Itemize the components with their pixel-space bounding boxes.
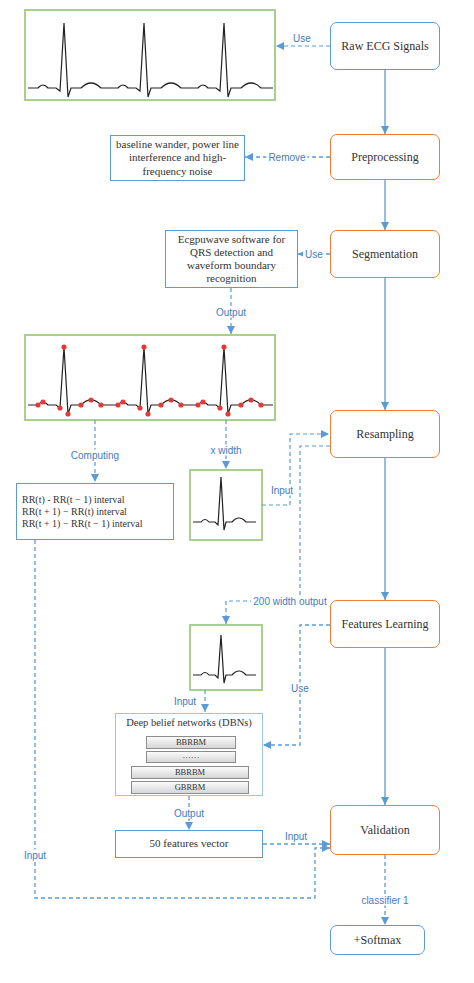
- node-text: RR(t + 1) − RR(t) interval: [22, 506, 127, 518]
- fiducial-point: [61, 344, 66, 349]
- flow-arrow: [384, 648, 385, 805]
- node-text: Features Learning: [342, 617, 429, 631]
- fiducial-point: [40, 399, 45, 404]
- flow-label: 200 width output: [251, 596, 328, 607]
- fiducial-point: [78, 402, 83, 407]
- process-box: Validation: [330, 805, 440, 855]
- node-text: Segmentation: [352, 247, 418, 261]
- input-box: Raw ECG Signals: [330, 22, 440, 70]
- image-panel: [190, 625, 262, 690]
- dashed-leader: [204, 690, 205, 712]
- dashed-connector: [263, 843, 330, 844]
- fiducial-point: [238, 402, 243, 407]
- fiducial-point: [178, 402, 183, 407]
- node-text: BBRBM: [176, 738, 206, 747]
- dashed-leader: [226, 446, 330, 624]
- fiducial-point: [158, 402, 163, 407]
- flow-label: Output: [214, 307, 248, 318]
- node-text: Validation: [360, 823, 409, 837]
- rbm-layer: ······: [146, 751, 236, 763]
- flow-arrow: [384, 278, 385, 410]
- ecg-trace: [28, 347, 273, 414]
- node-text: Deep belief networks (DBNs): [126, 717, 252, 730]
- dashed-leader: [276, 45, 330, 46]
- fiducial-points: [35, 344, 263, 416]
- rbm-layer: BBRBM: [146, 736, 236, 749]
- fiducial-point: [200, 399, 205, 404]
- dashed-connector: [263, 625, 330, 745]
- fiducial-point: [65, 411, 70, 416]
- node-text: RR(t + 1) − RR(t − 1) interval: [22, 518, 143, 530]
- edge-label: Remove: [266, 152, 307, 163]
- image-panel: [190, 470, 262, 540]
- dashed-leader: [262, 434, 329, 505]
- process-box: Resampling: [330, 410, 440, 458]
- ecg-trace: [28, 23, 273, 97]
- fiducial-point: [57, 405, 62, 410]
- fiducial-point: [137, 405, 142, 410]
- flow-label: x width: [208, 445, 243, 456]
- process-box: Segmentation: [330, 230, 440, 278]
- dashed-connector: [35, 540, 330, 898]
- node-text: BBRBM: [175, 768, 205, 777]
- flow-label: Use: [291, 33, 313, 44]
- edge-label: Output: [172, 808, 206, 819]
- process-box: Preprocessing: [330, 134, 440, 180]
- node-text: 50 features vector: [150, 837, 229, 850]
- node-text: baseline wander, power line interference…: [115, 138, 240, 178]
- edge-label: Input: [283, 831, 309, 842]
- node-text: Ecgpuwave software for QRS detection and…: [170, 233, 293, 286]
- note-box: Ecgpuwave software for QRS detection and…: [165, 230, 298, 288]
- edge-label: Input: [22, 850, 48, 861]
- flow-arrow: [384, 180, 385, 230]
- flow-label: Input: [172, 696, 198, 707]
- fiducial-point: [145, 411, 150, 416]
- ecg-beat: [193, 477, 256, 530]
- fiducial-point: [120, 399, 125, 404]
- fiducial-point: [98, 402, 103, 407]
- fiducial-point: [217, 405, 222, 410]
- note-box: baseline wander, power line interference…: [110, 135, 245, 181]
- image-panel: [25, 10, 275, 100]
- node-text: GBRBM: [175, 783, 206, 792]
- edge-label: Use: [289, 683, 311, 694]
- fiducial-point: [141, 344, 146, 349]
- fiducial-point: [221, 344, 226, 349]
- rbm-layer: GBRBM: [131, 781, 249, 794]
- output-box: 50 features vector: [115, 830, 263, 858]
- node-text: +Softmax: [354, 933, 401, 947]
- edge-label: classifier 1: [359, 895, 410, 906]
- flow-label: Input: [269, 485, 295, 496]
- node-text: ······: [183, 753, 200, 762]
- feature-box: RR(t) - RR(t − 1) intervalRR(t + 1) − RR…: [16, 483, 174, 540]
- flow-label: Computing: [69, 450, 121, 461]
- node-text: RR(t) - RR(t − 1) interval: [22, 494, 125, 506]
- network-box: Deep belief networks (DBNs) BBRBM ······ BB…: [115, 713, 263, 796]
- fiducial-point: [35, 402, 40, 407]
- fiducial-point: [248, 397, 253, 402]
- rbm-layer: BBRBM: [131, 766, 249, 779]
- flow-arrow: [384, 70, 385, 134]
- fiducial-point: [258, 402, 263, 407]
- edge-label: Use: [303, 249, 325, 260]
- classifier-box: +Softmax: [330, 925, 425, 955]
- node-text: Resampling: [356, 427, 413, 441]
- process-box: Features Learning: [330, 600, 440, 648]
- fiducial-point: [195, 402, 200, 407]
- flow-arrow: [384, 458, 385, 600]
- fiducial-point: [225, 411, 230, 416]
- fiducial-point: [115, 402, 120, 407]
- fiducial-point: [168, 397, 173, 402]
- dashed-connector: [384, 855, 385, 925]
- fiducial-point: [88, 397, 93, 402]
- node-text: Raw ECG Signals: [341, 39, 428, 53]
- image-panel: [25, 335, 275, 420]
- ecg-beat: [193, 635, 256, 683]
- node-text: Preprocessing: [351, 150, 418, 164]
